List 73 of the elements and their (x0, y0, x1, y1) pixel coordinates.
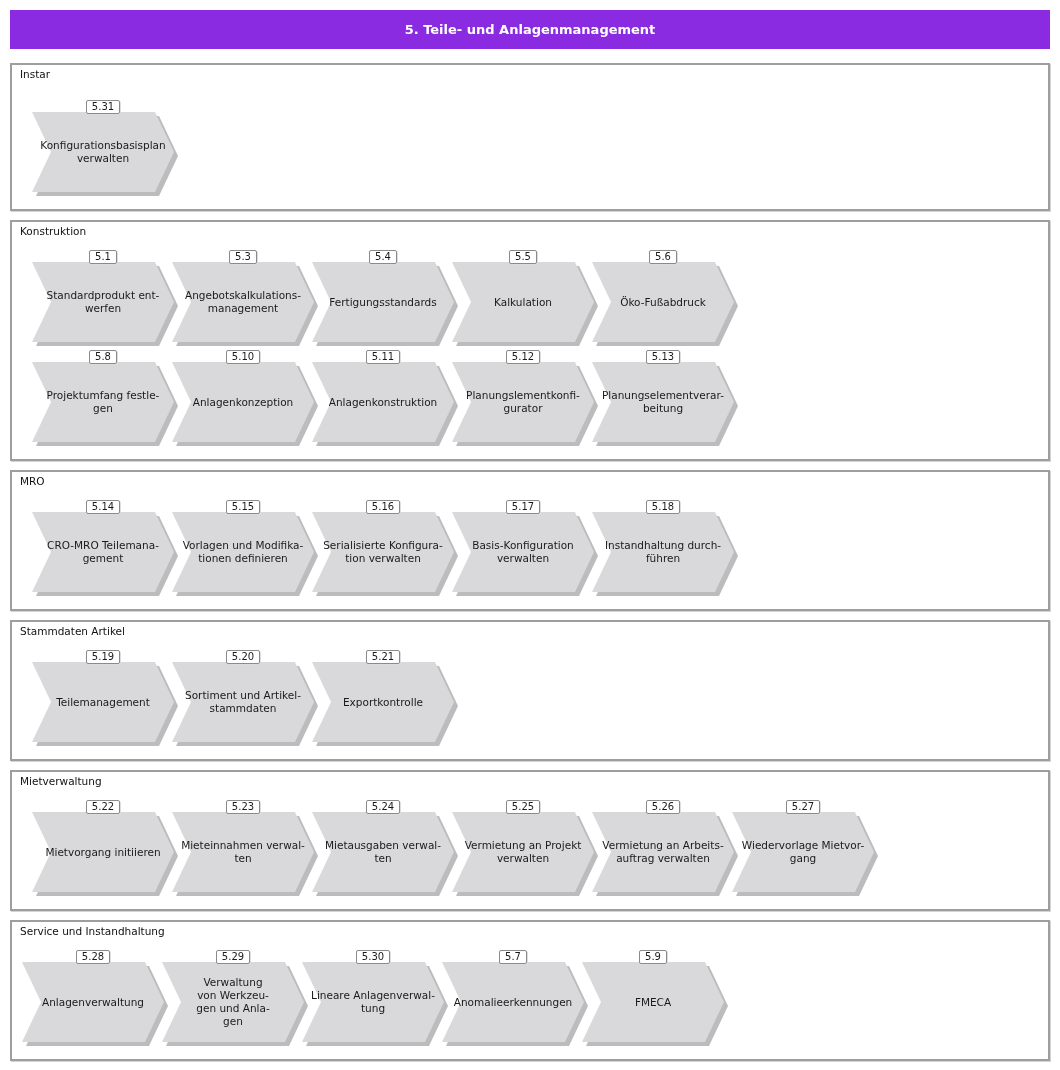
step-number: 5.13 (645, 350, 681, 364)
step-number: 5.5 (509, 250, 537, 264)
step-number: 5.4 (369, 250, 397, 264)
step-number: 5.25 (505, 800, 541, 814)
step-label: Vorlagen und Modifika- tionen definieren (181, 539, 305, 565)
step-label: Lineare Anlagenverwal- tung (310, 989, 436, 1015)
group-panel (10, 770, 1050, 911)
step-number: 5.6 (649, 250, 677, 264)
step-label: Mietausgaben verwal- ten (323, 839, 443, 865)
step-number: 5.9 (639, 950, 667, 964)
step-label: Angebotskalkulations- management (184, 289, 302, 315)
step-number: 5.27 (785, 800, 821, 814)
step-label: Kalkulation (494, 295, 552, 309)
step-number: 5.21 (365, 650, 401, 664)
step-number: 5.24 (365, 800, 401, 814)
group-panel (10, 470, 1050, 611)
step-label: Teilemanagement (56, 695, 150, 709)
group-title: Mietverwaltung (20, 775, 102, 788)
step-number: 5.10 (225, 350, 261, 364)
step-number: 5.31 (85, 100, 121, 114)
step-number: 5.23 (225, 800, 261, 814)
step-label: CRO-MRO Teilemana- gement (46, 539, 160, 565)
step-number: 5.11 (365, 350, 401, 364)
step-number: 5.30 (355, 950, 391, 964)
step-number: 5.16 (365, 500, 401, 514)
step-label: Basis-Konfiguration verwalten (471, 539, 575, 565)
step-number: 5.29 (215, 950, 251, 964)
step-number: 5.8 (89, 350, 117, 364)
group-title: MRO (20, 475, 45, 488)
group-title: Stammdaten Artikel (20, 625, 125, 638)
step-number: 5.18 (645, 500, 681, 514)
step-label: Öko-Fußabdruck (620, 295, 706, 309)
step-label: Standardprodukt ent- werfen (45, 289, 161, 315)
step-label: Serialisierte Konfigura- tion verwalten (322, 539, 444, 565)
step-label: Anlagenkonstruktion (328, 395, 438, 409)
step-label: Planungselementverar- beitung (601, 389, 725, 415)
step-number: 5.17 (505, 500, 541, 514)
step-label: Mieteinnahmen verwal- ten (180, 839, 306, 865)
step-number: 5.1 (89, 250, 117, 264)
step-label: Exportkontrolle (342, 695, 424, 709)
step-label: Sortiment und Artikel- stammdaten (184, 689, 302, 715)
step-label: Vermietung an Arbeits- auftrag verwalten (601, 839, 725, 865)
step-label: Verwaltung von Werkzeu- gen und Anla- gen (195, 976, 271, 1028)
step-label: Wiedervorlage Mietvor- gang (740, 839, 866, 865)
group-title: Konstruktion (20, 225, 87, 238)
step-number: 5.22 (85, 800, 121, 814)
group-panel (10, 220, 1050, 461)
group-panel (10, 63, 1050, 211)
step-label: Mietvorgang initiieren (45, 845, 161, 859)
group-title: Service und Instandhaltung (20, 925, 165, 938)
step-label: Anlagenverwaltung (42, 995, 144, 1009)
step-label: Konfigurationsbasisplan verwalten (39, 139, 167, 165)
step-number: 5.28 (75, 950, 111, 964)
step-number: 5.15 (225, 500, 261, 514)
step-number: 5.14 (85, 500, 121, 514)
step-number: 5.20 (225, 650, 261, 664)
step-number: 5.12 (505, 350, 541, 364)
step-label: Fertigungsstandards (329, 295, 437, 309)
step-label: FMECA (634, 995, 672, 1009)
group-panel (10, 920, 1050, 1061)
step-number: 5.19 (85, 650, 121, 664)
step-number: 5.7 (499, 950, 527, 964)
step-number: 5.26 (645, 800, 681, 814)
title-bar: 5. Teile- und Anlagenmanagement (10, 10, 1050, 49)
step-label: Instandhaltung durch- führen (603, 539, 723, 565)
step-label: Vermietung an Projekt verwalten (463, 839, 583, 865)
group-panel (10, 620, 1050, 761)
group-title: Instar (20, 68, 51, 81)
step-label: Projektumfang festle- gen (45, 389, 161, 415)
step-label: Anlagenkonzeption (192, 395, 294, 409)
step-label: Anomalieerkennungen (453, 995, 573, 1009)
step-label: Planungslementkonfi- gurator (465, 389, 581, 415)
step-number: 5.3 (229, 250, 257, 264)
